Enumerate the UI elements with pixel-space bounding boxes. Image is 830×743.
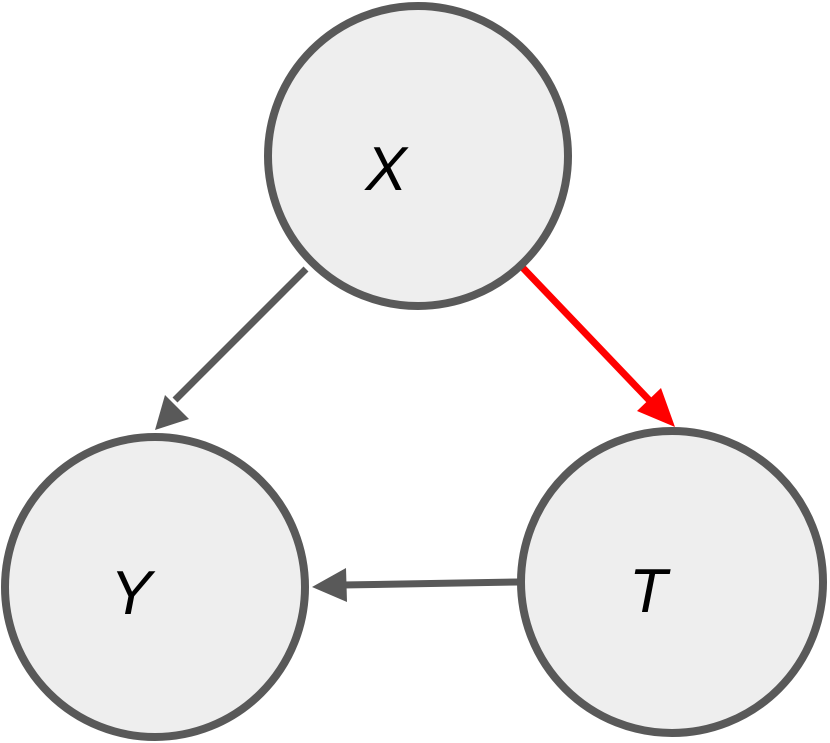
- edge-t-to-y: [312, 568, 519, 602]
- edge-t-to-y-arrowhead: [312, 568, 347, 602]
- node-y-circle: [1, 433, 309, 741]
- node-t-circle: [517, 427, 827, 737]
- node-t-label: T: [629, 557, 671, 626]
- edge-x-to-t-line: [520, 265, 652, 403]
- edge-x-to-t: [520, 265, 675, 427]
- edge-x-to-y-line: [172, 266, 309, 403]
- node-y: Y: [1, 433, 309, 741]
- edge-x-to-y: [155, 266, 309, 430]
- edge-x-to-y-arrowhead: [155, 395, 189, 430]
- node-x-label: X: [363, 135, 409, 204]
- node-x: X: [264, 2, 572, 310]
- edge-t-to-y-line: [341, 578, 519, 589]
- edge-x-to-t-arrowhead: [637, 388, 675, 427]
- node-t: T: [517, 427, 827, 737]
- node-x-circle: [264, 2, 572, 310]
- node-y-label: Y: [110, 559, 156, 628]
